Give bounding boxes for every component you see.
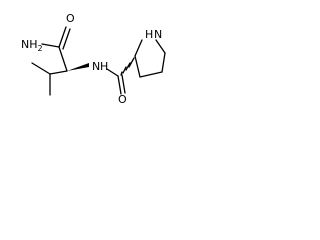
bond-ch-to-methyl-up <box>31 62 51 75</box>
bond-carbonyl-to-nh2 <box>41 43 60 48</box>
bond-ring-c3-to-alpha <box>134 55 141 78</box>
label-ring-nh-h: H <box>145 28 153 41</box>
bond-ring-alpha-to-n <box>134 39 143 57</box>
bond-ring-c4-to-c3 <box>139 71 163 78</box>
label-o-top: O <box>66 12 75 25</box>
atom-labels: NH2 O N H N H O <box>21 12 162 106</box>
label-amide-nh-h: H <box>100 60 108 73</box>
bond-carbonyl-o-top-2 <box>62 28 71 50</box>
label-ring-n: N <box>154 28 162 41</box>
bond-alpha-to-ch <box>49 70 68 75</box>
bond-ring-n-to-c5 <box>155 39 166 54</box>
bond-carbonyl-to-alpha <box>58 46 68 72</box>
bond-amide-to-proline-hash <box>120 57 135 76</box>
label-amide-n: N <box>92 60 100 73</box>
bond-carbonyl-o-top-1 <box>58 26 67 48</box>
bond-ring-c5-to-c4 <box>161 52 166 73</box>
label-o-bottom: O <box>118 93 127 106</box>
bond-alpha-to-nh-wedge <box>67 63 89 71</box>
bond-nh-to-amide-c <box>106 68 119 77</box>
bond-amide-o-bottom-1 <box>117 75 122 95</box>
bond-amide-o-bottom-2 <box>121 74 126 94</box>
label-nh2: NH2 <box>21 38 43 53</box>
bond-lines <box>31 26 166 96</box>
chemical-structure-diagram: NH2 O N H N H O <box>21 12 166 106</box>
